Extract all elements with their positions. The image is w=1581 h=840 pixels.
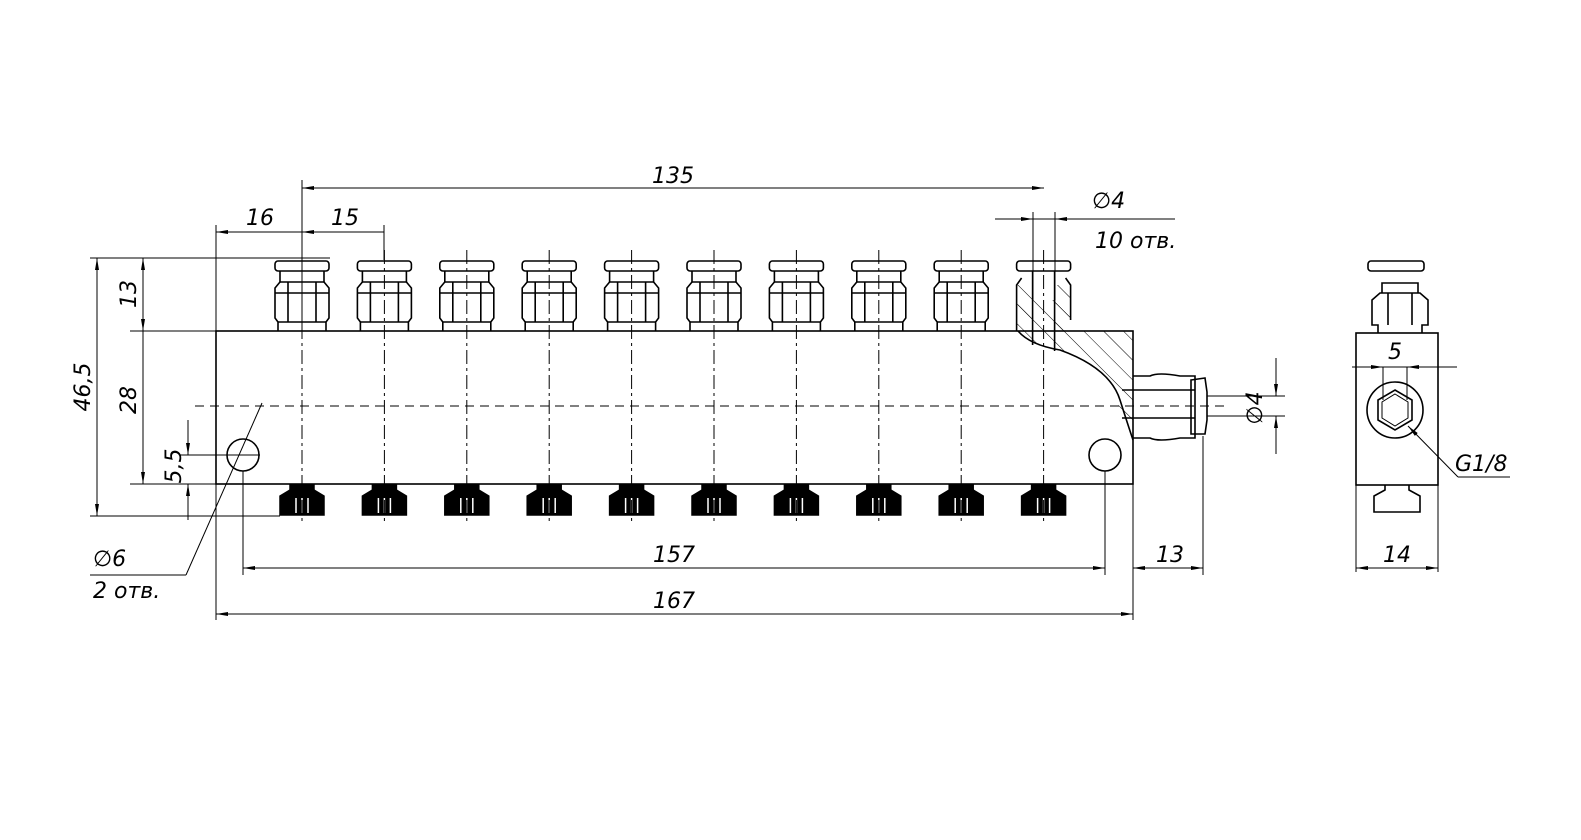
front-view xyxy=(195,250,1225,525)
dim-28: 28 xyxy=(117,386,142,414)
dim-167: 167 xyxy=(653,589,695,614)
dim-outlet-count: 10 отв. xyxy=(1095,229,1176,254)
side-body xyxy=(1355,332,1439,486)
dim-13-vert: 13 xyxy=(117,280,142,308)
inlet-fitting xyxy=(1133,373,1196,441)
dim-thread: G1/8 xyxy=(1455,452,1507,477)
dim-157: 157 xyxy=(653,543,695,568)
dimensions: 135 16 15 ∅4 10 отв. 46,5 13 28 5,5 ∅6 2… xyxy=(71,164,1285,620)
mount-hole-right xyxy=(1088,438,1122,472)
side-view: 5 G1/8 14 xyxy=(1352,260,1510,572)
section-break xyxy=(1017,330,1134,441)
outlet-fitting xyxy=(933,250,990,525)
thread-port xyxy=(1366,381,1424,439)
dim-outlet-dia: ∅4 xyxy=(1092,189,1125,214)
dim-inlet-dia: ∅4 xyxy=(1243,391,1268,424)
outlet-fitting xyxy=(850,250,907,525)
dim-46-5: 46,5 xyxy=(71,363,96,412)
outlet-fitting xyxy=(356,250,413,525)
dim-hex-5: 5 xyxy=(1388,340,1402,365)
leader-mount-hole xyxy=(185,402,263,576)
dim-14: 14 xyxy=(1383,543,1411,568)
dim-mount-hole-dia: ∅6 xyxy=(93,547,126,572)
manifold-body xyxy=(215,330,1134,485)
outlet-fitting xyxy=(521,250,578,525)
hex-socket xyxy=(1377,389,1413,431)
outlet-fitting xyxy=(603,250,660,525)
outlet-fitting xyxy=(686,250,742,525)
outlet-fitting xyxy=(1015,250,1072,525)
dim-13-horiz: 13 xyxy=(1156,543,1184,568)
dim-15: 15 xyxy=(331,206,359,231)
dim-5-5: 5,5 xyxy=(162,449,187,484)
dim-mount-hole-count: 2 отв. xyxy=(93,579,160,604)
outlet-fitting xyxy=(438,250,495,525)
section-hatch xyxy=(1018,300,1133,440)
dim-135: 135 xyxy=(652,164,694,189)
outlet-fitting xyxy=(768,250,825,525)
dim-16: 16 xyxy=(246,206,274,231)
